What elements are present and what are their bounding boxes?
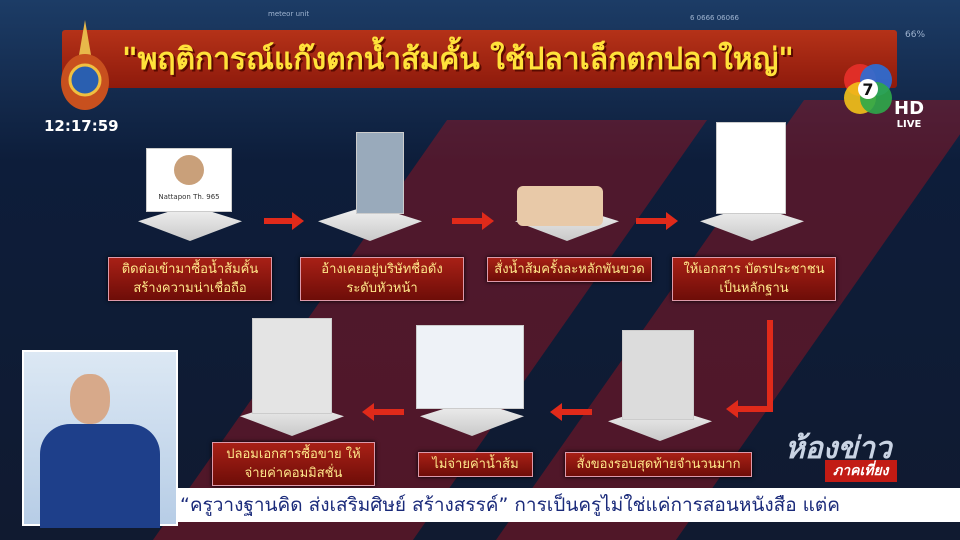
news-ticker: “ครูวางฐานคิด ส่งเสริมศิษย์ สร้างสรรค์” … <box>178 488 960 522</box>
arrow-connector <box>767 320 773 412</box>
arrow-right <box>636 212 678 230</box>
chat-screenshot <box>416 325 524 409</box>
arrow-left <box>726 400 773 418</box>
sign-language-interpreter <box>22 350 178 528</box>
arrow-right <box>264 212 304 230</box>
id-document-photo <box>716 122 786 214</box>
profile-screenshot: Nattapon Th. 965 <box>146 148 232 212</box>
clock: 12:17:59 <box>44 117 119 135</box>
step-label: ไม่จ่ายค่าน้ำส้ม <box>418 452 533 477</box>
truck-photo <box>622 330 694 420</box>
person-photo <box>356 132 404 214</box>
step-label: อ้างเคยอยู่บริษัทชื่อดัง ระดับหัวหน้า <box>300 257 464 301</box>
step-label: ปลอมเอกสารซื้อขาย ให้จ่ายค่าคอมมิสชั่น <box>212 442 375 486</box>
avatar <box>174 155 204 185</box>
interpreter-body <box>40 424 160 528</box>
step-label: ให้เอกสาร บัตรประชาชนเป็นหลักฐาน <box>672 257 836 301</box>
orange-juice-bottles-photo <box>517 186 603 226</box>
svg-text:7: 7 <box>862 80 873 99</box>
arrow-left <box>362 403 404 421</box>
step-label: ติดต่อเข้ามาซื้อน้ำส้มคั้น สร้างความน่าเ… <box>108 257 272 301</box>
headline-banner: "พฤติการณ์แก๊งตกน้ำส้มคั้น ใช้ปลาเล็กตกป… <box>62 30 897 88</box>
show-logo-sub: ภาคเที่ยง <box>825 460 897 482</box>
interpreter-head <box>70 374 110 424</box>
hud-numbers: 6 0666 06066 <box>690 14 739 22</box>
arrow-right <box>452 212 494 230</box>
profile-name: Nattapon Th. 965 <box>158 193 220 201</box>
hud-percent: 66% <box>905 30 926 40</box>
hud-text: meteor unit <box>268 10 310 18</box>
arrow-left <box>550 403 592 421</box>
hd-label: HD <box>894 98 925 119</box>
step-label: สั่งของรอบสุดท้ายจำนวนมาก <box>565 452 752 477</box>
live-label: LIVE <box>896 119 922 130</box>
channel-7-logo-icon: 7 <box>844 64 892 114</box>
step-label: สั่งน้ำส้มครั้งละหลักพันขวด <box>487 257 652 282</box>
forged-document-photo <box>252 318 332 414</box>
royal-emblem-icon <box>61 20 109 110</box>
